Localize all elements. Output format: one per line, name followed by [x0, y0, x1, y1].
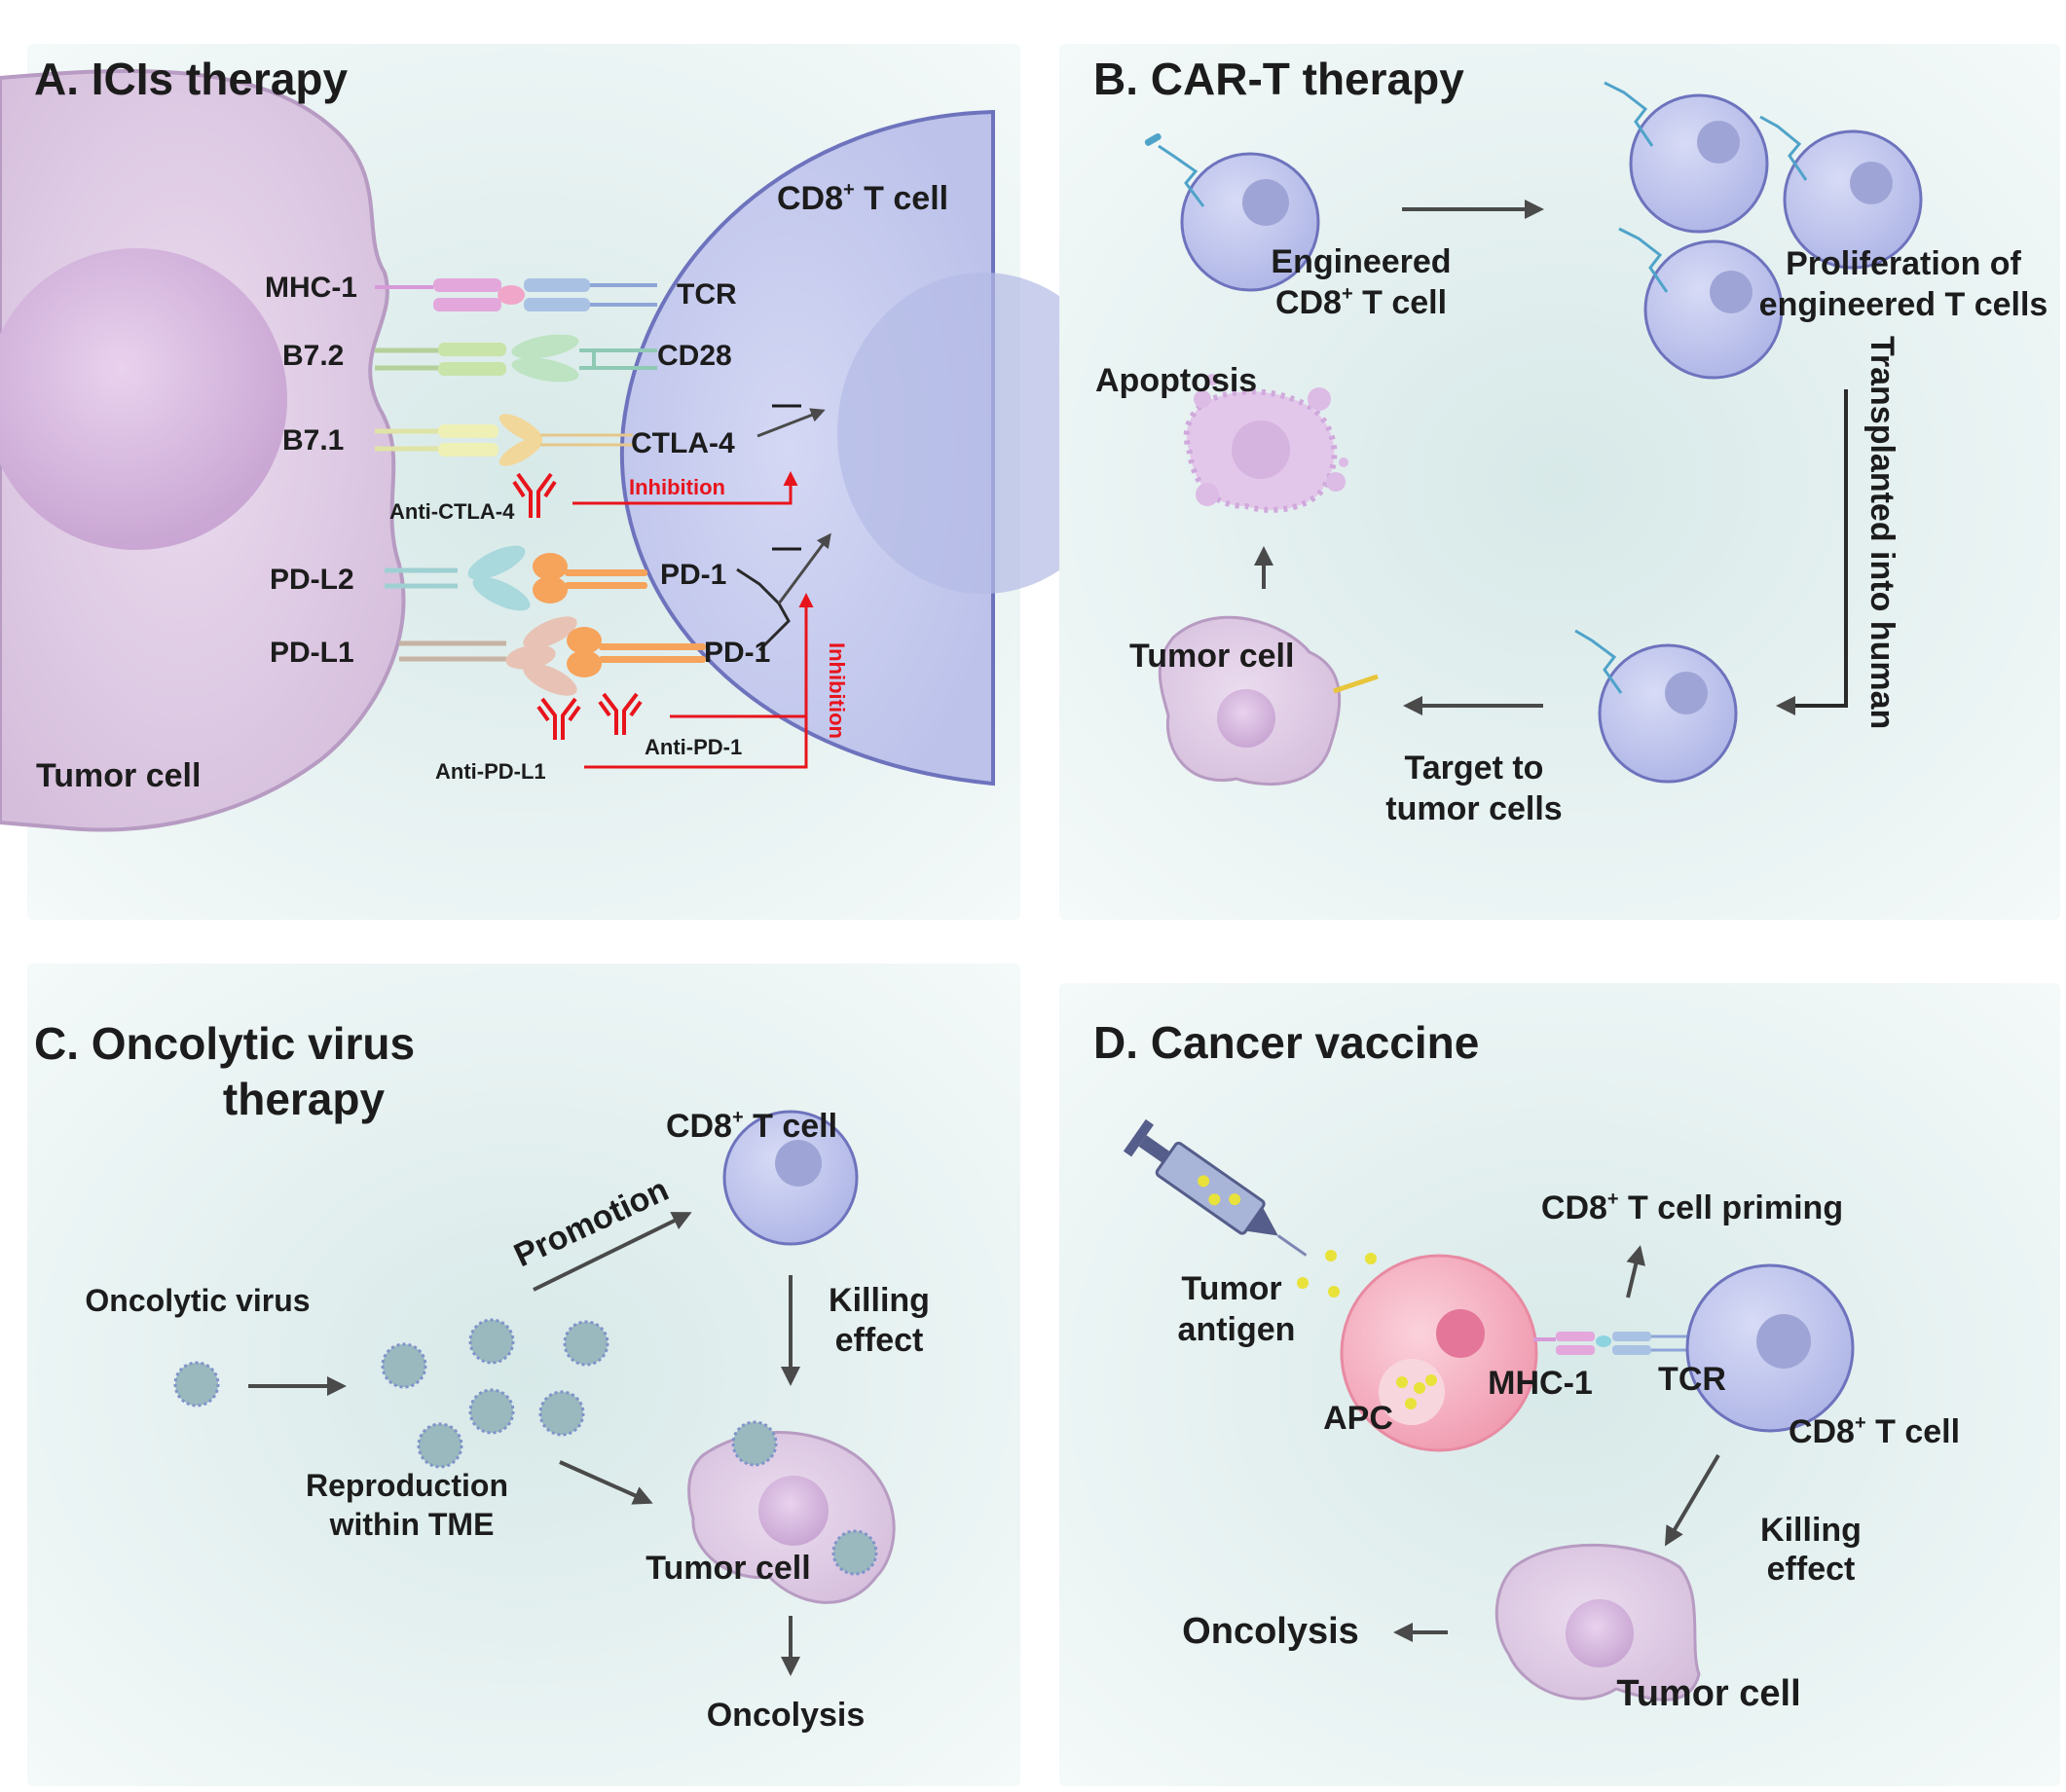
transplant-arrow: [1776, 389, 1848, 715]
ligand-label-b72: B7.2: [282, 340, 344, 372]
engineered-t-cell: [1144, 133, 1320, 292]
panel-d-background: [1059, 983, 2060, 1786]
receptor-label-cd28: CD28: [657, 340, 732, 372]
panel-b: B. CAR-T therapy Engineered CD8+ T cell …: [1059, 44, 2060, 920]
promotion-arrow: [533, 1212, 692, 1292]
receptor-label-tcr: TCR: [677, 278, 737, 311]
tumor-nucleus: [0, 248, 287, 550]
panel-d-title: D. Cancer vaccine: [1093, 1017, 1479, 1068]
tcr-label-d: TCR: [1658, 1361, 1726, 1398]
anti-pdl1-antibody: [536, 697, 581, 740]
apoptosis-label: Apoptosis: [1095, 362, 1257, 399]
anti-pdl1-label: Anti-PD-L1: [435, 759, 546, 784]
priming-arrow: [1626, 1245, 1645, 1298]
inhibition-label-pd1: Inhibition: [825, 642, 849, 739]
minus-sign-ctla4: —: [772, 388, 801, 421]
killing-label-c-line1: Killing: [829, 1282, 930, 1319]
panel-c: C. Oncolytic virus therapy CD8+ T cell P…: [27, 964, 1020, 1786]
ligand-label-mhc1: MHC-1: [265, 272, 357, 304]
proliferating-t-cells: [1604, 81, 1923, 380]
mhc-tcr-connector: [1533, 1332, 1692, 1355]
cd8-t-cell-label-a: CD8+ T cell: [777, 179, 948, 217]
ligand-label-pdl2: PD-L2: [270, 564, 354, 596]
inhibition-arrow-pd1: [584, 593, 814, 769]
receptor-label-pd1-upper: PD-1: [660, 559, 726, 591]
b71-ctla4-complex: [375, 414, 633, 466]
priming-label: CD8+ T cell priming: [1541, 1189, 1843, 1226]
panel-c-background: [27, 964, 1020, 1786]
apc-label: APC: [1323, 1400, 1393, 1437]
reproduction-arrow: [559, 1460, 653, 1505]
tumor-cell-c: [687, 1420, 896, 1604]
tumor-cell-b: [1158, 615, 1379, 786]
anti-ctla4-label: Anti-CTLA-4: [389, 499, 515, 524]
receptor-label-ctla4: CTLA-4: [631, 427, 735, 459]
pd1-signal-arrow: [777, 532, 831, 604]
tumor-cell-label-a: Tumor cell: [36, 757, 201, 794]
pdl1-pd1-complex: [399, 616, 706, 696]
panel-c-title-line2: therapy: [223, 1074, 386, 1124]
panel-a-title: A. ICIs therapy: [34, 54, 349, 104]
anti-pd1-label: Anti-PD-1: [645, 735, 742, 759]
pdl2-pd1-complex: [385, 545, 647, 611]
tumor-cell-label-c: Tumor cell: [646, 1550, 810, 1587]
killing-arrow-d: [1664, 1453, 1720, 1547]
tumor-cell-d: [1494, 1543, 1701, 1701]
cd8-t-cell-d: [1685, 1263, 1855, 1433]
killing-label-d-line1: Killing: [1760, 1512, 1862, 1549]
syringe-icon: [1123, 1118, 1308, 1257]
panel-b-title: B. CAR-T therapy: [1093, 54, 1464, 104]
ligand-label-pdl1: PD-L1: [270, 637, 354, 669]
anti-pd1-antibody: [598, 692, 643, 735]
tumor-antigen-dots: [1297, 1250, 1377, 1298]
mhc1-label-d: MHC-1: [1488, 1365, 1593, 1402]
cd8-t-cell-c: [722, 1110, 859, 1246]
ligand-label-b71: B7.1: [282, 424, 344, 457]
oncolysis-label-d: Oncolysis: [1182, 1611, 1359, 1652]
b72-cd28-complex: [375, 334, 657, 383]
panel-d: D. Cancer vaccine CD8+ T cell priming Tu…: [1059, 983, 2060, 1786]
anti-ctla4-antibody: [512, 472, 557, 518]
proliferation-label-line1: Proliferation of: [1786, 245, 2021, 282]
cd8-t-cell-label-c: CD8+ T cell: [666, 1107, 837, 1145]
panel-c-title-line1: C. Oncolytic virus: [34, 1018, 415, 1069]
reproduction-label-line2: within TME: [329, 1507, 495, 1542]
reproduction-label-line1: Reproduction: [306, 1468, 508, 1503]
tumor-antigen-label-line1: Tumor: [1181, 1270, 1281, 1307]
killing-label-d-line2: effect: [1767, 1551, 1856, 1588]
proliferation-label-line2: engineered T cells: [1759, 286, 2048, 323]
oncolytic-virus-label: Oncolytic virus: [85, 1283, 310, 1318]
oncolysis-label-c: Oncolysis: [707, 1697, 866, 1734]
minus-sign-pd1: —: [772, 531, 801, 564]
inhibition-label-ctla4: Inhibition: [629, 475, 725, 499]
receptor-label-pd1-lower: PD-1: [704, 637, 770, 669]
transplanted-label: Transplanted into human: [1863, 336, 1900, 729]
transplanted-t-cell: [1574, 629, 1738, 784]
apc-cell: [1340, 1254, 1538, 1452]
tumor-cell-label-d: Tumor cell: [1616, 1673, 1800, 1714]
t-cell-nucleus: [837, 273, 1129, 594]
engineered-label-line2: CD8+ T cell: [1275, 283, 1447, 321]
panel-a: A. ICIs therapy Tumor cell CD8+ T cell M…: [0, 44, 1129, 920]
tumor-antigen-label-line2: antigen: [1178, 1311, 1296, 1348]
target-label-line2: tumor cells: [1385, 790, 1562, 827]
target-label-line1: Target to: [1405, 750, 1544, 786]
apoptotic-cell: [1183, 374, 1348, 513]
killing-label-c-line2: effect: [835, 1322, 924, 1359]
engineered-label-line1: Engineered: [1271, 243, 1451, 280]
mhc-tcr-complex: [375, 278, 657, 311]
tumor-cell-label-b: Tumor cell: [1129, 638, 1294, 675]
inhibition-arrow-ctla4: [572, 471, 798, 505]
cd8-t-cell-large: [619, 109, 995, 786]
ctla4-signal-arrow: [756, 408, 826, 438]
cd8-t-cell-label-d: CD8+ T cell: [1789, 1412, 1960, 1450]
